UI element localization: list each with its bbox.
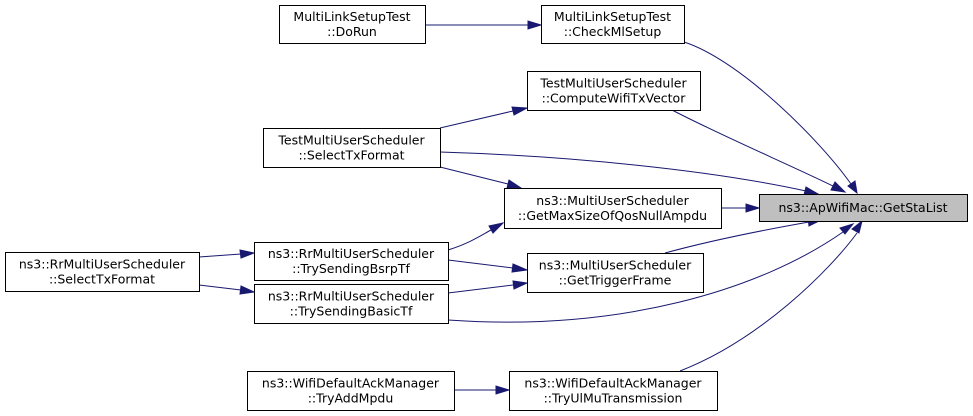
node-label-line: ns3::ApWifiMac::GetStaList bbox=[778, 200, 947, 215]
edge-rrBsrp-to-musGetMax bbox=[447, 222, 505, 251]
arrowhead-icon bbox=[488, 222, 505, 234]
edge-tmusSelect-to-musGetMax bbox=[439, 166, 523, 189]
edge-line bbox=[447, 231, 844, 323]
node-label-line: ::GetMaxSizeOfQosNullAmpdu bbox=[518, 208, 707, 223]
edge-line bbox=[679, 232, 858, 372]
node-musTrigger[interactable]: ns3::MultiUserScheduler::GetTriggerFrame bbox=[527, 253, 704, 293]
node-box bbox=[509, 371, 718, 411]
edge-line bbox=[671, 109, 834, 187]
node-box bbox=[527, 71, 701, 111]
node-label-line: ns3::RrMultiUserScheduler bbox=[268, 289, 435, 304]
node-rrBsrp[interactable]: ns3::RrMultiUserScheduler::TrySendingBsr… bbox=[254, 242, 449, 281]
edge-line bbox=[447, 284, 514, 294]
arrowhead-icon bbox=[839, 223, 855, 235]
node-musGetMax[interactable]: ns3::MultiUserScheduler::GetMaxSizeOfQos… bbox=[504, 188, 722, 229]
node-label-line: ns3::MultiUserScheduler bbox=[539, 258, 692, 273]
arrowhead-icon bbox=[495, 385, 511, 395]
node-label-line: ::TrySendingBasicTf bbox=[290, 304, 413, 319]
edge-mlCheck-to-getStaList bbox=[683, 41, 858, 195]
node-getStaList: ns3::ApWifiMac::GetStaList bbox=[759, 194, 968, 222]
node-label-line: ::DoRun bbox=[327, 24, 377, 39]
call-edges bbox=[198, 20, 863, 395]
edge-rrBsrp-to-musTrigger bbox=[447, 259, 529, 273]
arrowhead-icon bbox=[512, 280, 529, 290]
node-box bbox=[504, 188, 722, 229]
node-label-line: ::GetTriggerFrame bbox=[559, 273, 672, 288]
edge-musGetMax-to-getStaList bbox=[721, 203, 761, 213]
edge-ackUlMu-to-getStaList bbox=[679, 219, 863, 372]
edge-tmusSelect-to-tmusCompute bbox=[439, 106, 529, 129]
arrowhead-icon bbox=[527, 20, 543, 30]
node-label-line: ns3::RrMultiUserScheduler bbox=[19, 257, 186, 272]
arrowhead-icon bbox=[803, 186, 820, 196]
edge-rrBasic-to-musTrigger bbox=[447, 280, 529, 294]
node-box bbox=[247, 371, 455, 411]
node-label-line: ::TryAddMpdu bbox=[308, 391, 394, 406]
arrowhead-icon bbox=[847, 180, 858, 195]
node-label-line: TestMultiUserScheduler bbox=[539, 76, 687, 91]
edge-rrSelect-to-rrBsrp bbox=[198, 249, 256, 259]
node-box bbox=[279, 5, 426, 44]
node-label-line: ::CheckMlSetup bbox=[564, 24, 662, 39]
edge-rrBasic-to-getStaList bbox=[447, 223, 855, 323]
node-label-line: ::SelectTxFormat bbox=[298, 148, 404, 163]
edge-line bbox=[439, 151, 807, 192]
edge-ackAddMpdu-to-ackUlMu bbox=[454, 385, 511, 395]
arrowhead-icon bbox=[511, 263, 529, 273]
edge-line bbox=[447, 259, 514, 269]
call-nodes: ns3::ApWifiMac::GetStaList MultiLinkSetup… bbox=[5, 5, 968, 411]
arrowhead-icon bbox=[239, 285, 256, 295]
node-box bbox=[254, 284, 449, 324]
edge-line bbox=[683, 41, 852, 185]
node-rrSelect[interactable]: ns3::RrMultiUserScheduler::SelectTxForma… bbox=[5, 252, 200, 292]
node-box bbox=[5, 252, 200, 292]
node-label-line: ::TrySendingBsrpTf bbox=[292, 261, 410, 276]
node-ackUlMu[interactable]: ns3::WifiDefaultAckManager::TryUlMuTrans… bbox=[509, 371, 718, 411]
arrowhead-icon bbox=[745, 203, 761, 213]
edge-line bbox=[439, 166, 509, 185]
node-tmusSelect[interactable]: TestMultiUserScheduler::SelectTxFormat bbox=[263, 128, 441, 168]
node-box bbox=[541, 5, 685, 44]
edge-line bbox=[664, 221, 810, 254]
node-label-line: TestMultiUserScheduler bbox=[277, 133, 425, 148]
node-label-line: ::SelectTxFormat bbox=[49, 272, 155, 287]
node-label-line: ns3::MultiUserScheduler bbox=[536, 193, 689, 208]
edge-line bbox=[439, 110, 514, 129]
node-box bbox=[254, 242, 449, 281]
node-label-line: ns3::WifiDefaultAckManager bbox=[524, 376, 702, 391]
edge-line bbox=[198, 253, 242, 258]
arrowhead-icon bbox=[239, 249, 256, 259]
node-ackAddMpdu[interactable]: ns3::WifiDefaultAckManager::TryAddMpdu bbox=[247, 371, 455, 411]
node-mlDoRun[interactable]: MultiLinkSetupTest::DoRun bbox=[279, 5, 426, 44]
node-box bbox=[263, 128, 441, 168]
node-mlCheck[interactable]: MultiLinkSetupTest::CheckMlSetup bbox=[541, 5, 685, 44]
node-box bbox=[527, 253, 704, 293]
arrowhead-icon bbox=[511, 106, 529, 116]
node-label-line: ns3::RrMultiUserScheduler bbox=[268, 246, 435, 261]
node-label-line: ::TryUlMuTransmission bbox=[544, 391, 683, 406]
edge-mlDoRun-to-mlCheck bbox=[425, 20, 543, 30]
node-tmusCompute[interactable]: TestMultiUserScheduler::ComputeWifiTxVec… bbox=[527, 71, 701, 111]
edge-line bbox=[198, 284, 242, 291]
node-label-line: MultiLinkSetupTest bbox=[293, 9, 410, 24]
edge-tmusCompute-to-getStaList bbox=[671, 109, 847, 193]
arrowhead-icon bbox=[830, 181, 847, 193]
edge-line bbox=[447, 229, 492, 251]
arrowhead-icon bbox=[851, 219, 863, 234]
node-label-line: MultiLinkSetupTest bbox=[554, 9, 671, 24]
node-label-line: ::ComputeWifiTxVector bbox=[542, 91, 687, 106]
edge-rrSelect-to-rrBasic bbox=[198, 284, 256, 295]
node-box bbox=[759, 194, 968, 222]
edge-tmusSelect-to-getStaList bbox=[439, 151, 820, 196]
node-rrBasic[interactable]: ns3::RrMultiUserScheduler::TrySendingBas… bbox=[254, 284, 449, 324]
arrowhead-icon bbox=[506, 179, 523, 189]
node-label-line: ns3::WifiDefaultAckManager bbox=[262, 376, 440, 391]
